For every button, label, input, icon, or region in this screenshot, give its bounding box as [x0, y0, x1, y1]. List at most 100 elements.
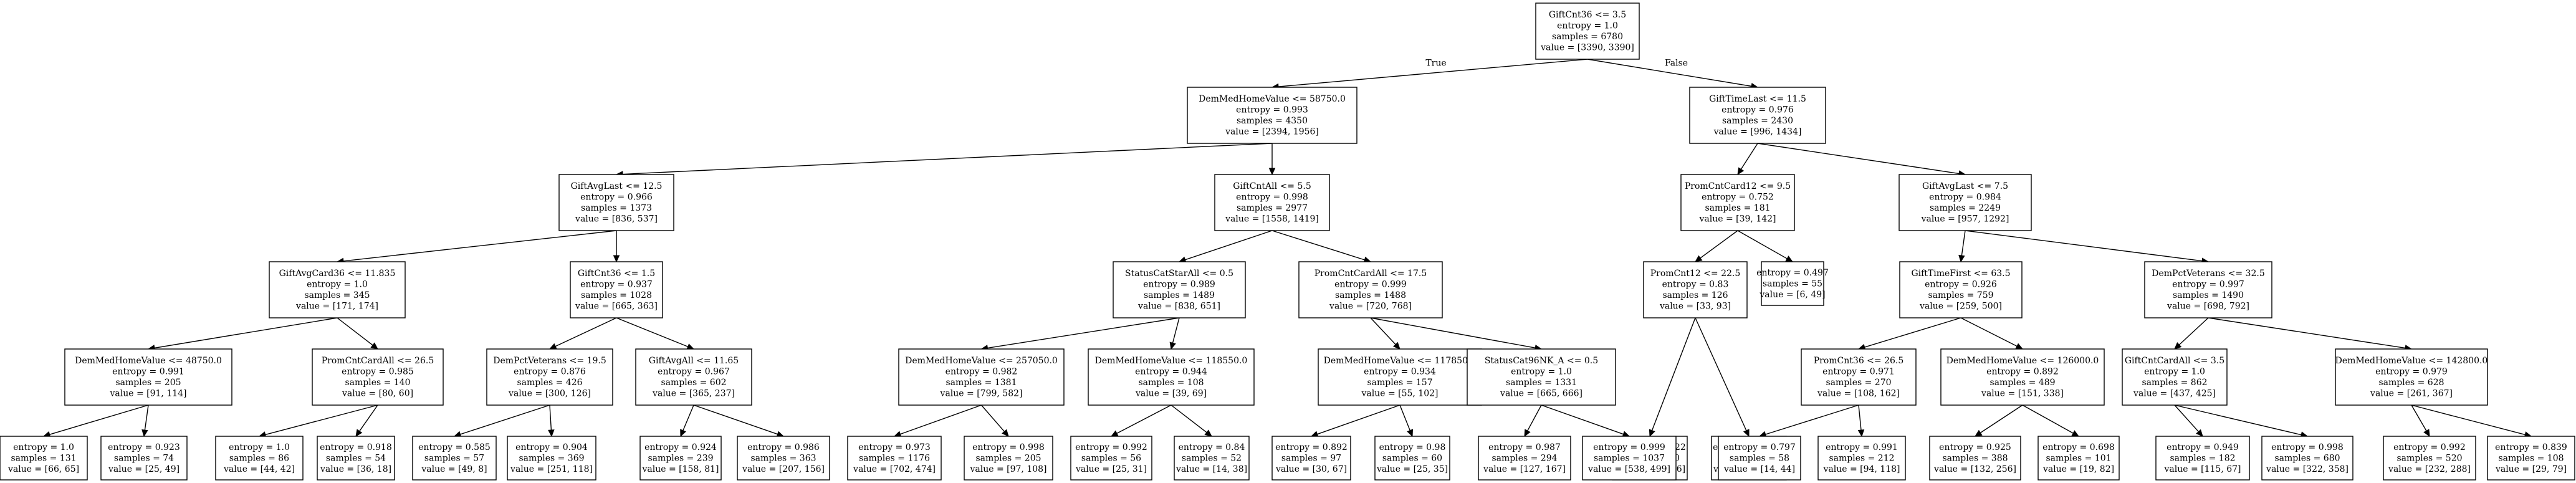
node-stat-line: value = [97, 108] — [969, 464, 1046, 474]
node-split-rule: GiftCntCardAll <= 3.5 — [2125, 356, 2224, 366]
edge-line — [987, 317, 1180, 349]
node-stat-line: value = [702, 474] — [853, 464, 936, 474]
node-split-rule: DemMedHomeValue <= 117850.0 — [1324, 356, 1477, 366]
arrowhead — [2174, 342, 2182, 350]
node-stat-line: value = [171, 174] — [295, 302, 378, 312]
node-stat-line: value = [19, 82] — [2042, 464, 2114, 474]
node-box — [312, 348, 444, 406]
node-stat-line: entropy = 0.992 — [1075, 442, 1147, 452]
node-stat-line: samples = 108 — [1138, 378, 1204, 388]
edge-line — [2411, 404, 2526, 436]
node-stat-line: entropy = 0.944 — [1135, 367, 1207, 377]
node-box — [639, 436, 722, 481]
edge-20-39 — [1110, 404, 1172, 437]
arrowhead — [1737, 167, 1745, 176]
node-split-rule: PromCnt12 <= 22.5 — [1650, 269, 1741, 279]
node-box — [1318, 348, 1482, 406]
node-split-rule: GiftAvgLast <= 7.5 — [1922, 181, 2008, 191]
node-stat-line: entropy = 0.991 — [1826, 442, 1898, 452]
node-box — [1689, 87, 1826, 144]
node-split-rule: GiftAvgLast <= 12.5 — [571, 181, 663, 191]
edge-1-3 — [615, 143, 1273, 178]
arrowhead — [1785, 256, 1794, 262]
edge-line — [1317, 404, 1401, 435]
node-stat-line: samples = 1028 — [581, 290, 652, 300]
edge-11-23 — [1649, 317, 1696, 438]
node-stat-line: samples = 363 — [750, 453, 816, 463]
node-box — [1643, 261, 1748, 318]
node-split-rule: GiftTimeFirst <= 63.5 — [1911, 269, 2010, 279]
edge-13-25 — [1857, 317, 1961, 350]
node-stat-line: entropy = 1.0 — [13, 442, 74, 452]
node-box — [0, 436, 88, 481]
node-split-rule: GiftAvgCard36 <= 11.835 — [279, 269, 396, 279]
node-stat-line: entropy = 0.934 — [1364, 367, 1436, 377]
arrowhead — [355, 429, 363, 437]
node-box — [1478, 436, 1571, 481]
node-stat-line: value = [44, 42] — [223, 464, 295, 474]
node-stat-line: value = [55, 102] — [1361, 389, 1438, 399]
node-stat-line: entropy = 0.918 — [320, 442, 392, 452]
node-stat-line: entropy = 0.839 — [2495, 442, 2567, 452]
edge-5-12 — [1737, 230, 1794, 262]
node-stat-line: value = [108, 162] — [1817, 389, 1900, 399]
node-stat-line: samples = 1488 — [1335, 290, 1406, 300]
arrowhead — [1268, 168, 1276, 176]
node-split-rule: PromCntCardAll <= 26.5 — [322, 356, 434, 366]
node-box — [1801, 348, 1917, 406]
node-stat-line: samples = 55 — [1763, 279, 1822, 289]
false-branch-label: False — [1665, 59, 1688, 69]
edge-11-24 — [1695, 317, 1750, 438]
node-stat-line: samples = 628 — [2378, 378, 2444, 388]
edge-14-28 — [2208, 317, 2413, 351]
edge-line — [980, 404, 1005, 432]
edge-9-20 — [1169, 317, 1180, 350]
node-stat-line: entropy = 0.98 — [1379, 442, 1446, 452]
edge-line — [1961, 230, 1966, 256]
node-stat-line: value = [127, 167] — [1483, 464, 1566, 474]
node-stat-line: value = [14, 38] — [1175, 464, 1247, 474]
node-box — [1298, 261, 1443, 318]
node-box — [1113, 261, 1246, 318]
edge-line — [460, 404, 550, 435]
node-box — [558, 174, 674, 231]
node-box — [507, 436, 596, 481]
node-stat-line: value = [251, 118] — [510, 464, 593, 474]
node-box — [1582, 436, 1677, 481]
node-stat-line: value = [29, 79] — [2495, 464, 2567, 474]
node-stat-line: value = [25, 49] — [108, 464, 180, 474]
node-box — [2144, 261, 2272, 318]
node-stat-line: value = [151, 338] — [1981, 389, 2064, 399]
node-stat-line: value = [957, 1292] — [1921, 214, 2009, 224]
node-stat-line: samples = 131 — [11, 453, 76, 463]
edge-line — [900, 404, 982, 435]
edge-19-38 — [980, 404, 1009, 437]
node-stat-line: value = [698, 792] — [2167, 302, 2249, 312]
node-stat-line: samples = 1489 — [1144, 290, 1215, 300]
node-stat-line: samples = 126 — [1662, 290, 1728, 300]
edge-6-14 — [1965, 230, 2210, 264]
node-stat-line: samples = 270 — [1826, 378, 1891, 388]
node-stat-line: value = [39, 69] — [1135, 389, 1207, 399]
node-stat-line: entropy = 0.925 — [1939, 442, 2011, 452]
node-box — [1761, 261, 1824, 306]
node-stat-line: entropy = 0.971 — [1822, 367, 1895, 377]
edge-line — [1399, 404, 1410, 431]
node-stat-line: value = [838, 651] — [1137, 302, 1220, 312]
edge-line — [1651, 317, 1696, 431]
edge-26-48 — [2022, 404, 2080, 437]
node-stat-line: entropy = 0.937 — [580, 280, 653, 290]
node-stat-line: samples = 56 — [1081, 453, 1141, 463]
node-stat-line: entropy = 0.997 — [2172, 280, 2244, 290]
node-box — [2155, 436, 2250, 481]
node-box — [2037, 436, 2120, 481]
edge-line — [1271, 230, 1365, 261]
edge-17-33 — [453, 404, 550, 438]
node-box — [412, 436, 497, 481]
